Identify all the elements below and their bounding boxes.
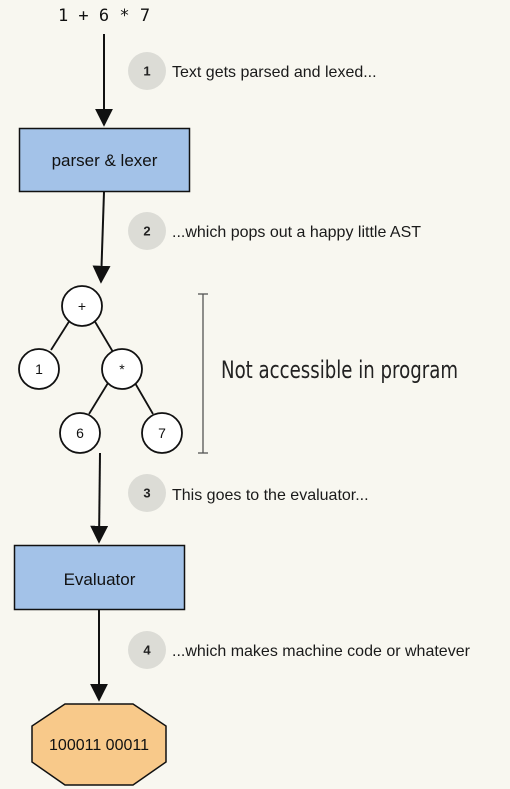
step-1: 1 Text gets parsed and lexed... xyxy=(128,52,377,90)
ast-edges xyxy=(50,319,154,415)
arrow-ast-to-evaluator xyxy=(90,452,109,544)
step-4-number: 4 xyxy=(143,643,151,658)
svg-text:*: * xyxy=(119,361,125,377)
step-1-number: 1 xyxy=(143,64,150,79)
input-code: 1 + 6 * 7 xyxy=(58,6,150,26)
svg-text:7: 7 xyxy=(158,425,166,441)
parser-box: parser & lexer xyxy=(18,127,191,193)
evaluator-box: Evaluator xyxy=(13,544,186,611)
step-4: 4 ...which makes machine code or whateve… xyxy=(128,631,471,669)
step-3-number: 3 xyxy=(143,486,150,501)
ast-node-6: 6 xyxy=(59,412,101,454)
ast-bracket xyxy=(198,293,208,454)
step-2-text: ...which pops out a happy little AST xyxy=(172,224,421,241)
step-1-text: Text gets parsed and lexed... xyxy=(172,64,377,81)
step-2-badge xyxy=(128,212,166,250)
svg-text:+: + xyxy=(78,298,86,314)
svg-text:6: 6 xyxy=(76,425,84,441)
not-accessible-note: Not accessible in program xyxy=(221,356,458,384)
step-4-badge xyxy=(128,631,166,669)
svg-text:1: 1 xyxy=(35,361,43,377)
ast-node-mul: * xyxy=(101,348,143,390)
output-machine-code: 100011 00011 xyxy=(49,737,149,754)
ast-node-7: 7 xyxy=(141,412,183,454)
arrow-parser-to-ast xyxy=(92,191,111,284)
step-4-text: ...which makes machine code or whatever xyxy=(172,643,471,660)
step-2-number: 2 xyxy=(143,224,150,239)
parser-box-label: parser & lexer xyxy=(52,151,158,170)
step-2: 2 ...which pops out a happy little AST xyxy=(128,212,421,250)
ast-node-1: 1 xyxy=(18,348,60,390)
step-1-badge xyxy=(128,52,166,90)
output-octagon: 100011 00011 xyxy=(31,703,167,786)
ast-node-plus: + xyxy=(61,285,103,327)
step-3: 3 This goes to the evaluator... xyxy=(128,474,369,512)
step-3-text: This goes to the evaluator... xyxy=(172,487,369,504)
ast-tree: + 1 * 6 7 xyxy=(18,285,183,454)
evaluator-box-label: Evaluator xyxy=(64,570,136,589)
step-3-badge xyxy=(128,474,166,512)
